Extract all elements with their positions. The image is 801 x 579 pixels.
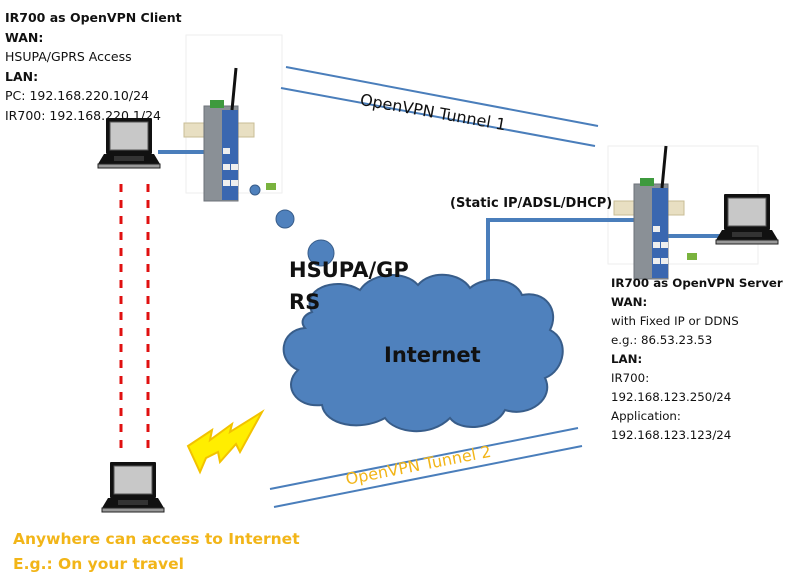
tunnel1-line-bottom	[280, 87, 596, 147]
mobile-access-label: HSUPA/GP RS	[289, 254, 409, 318]
internet-cloud	[282, 273, 564, 433]
server-router-ip: 192.168.123.250/24	[611, 390, 732, 404]
client-info: IR700 as OpenVPN Client WAN: HSUPA/GPRS …	[5, 8, 182, 125]
client-wan-value: HSUPA/GPRS Access	[5, 49, 132, 64]
server-wan-value: with Fixed IP or DDNS	[611, 314, 739, 328]
server-laptop-icon	[715, 193, 779, 245]
mobile-access-line1: HSUPA/GP	[289, 258, 409, 282]
server-app-ip: 192.168.123.123/24	[611, 428, 732, 442]
client-pc-ip: PC: 192.168.220.10/24	[5, 88, 149, 103]
tunnel2-line-top	[269, 427, 579, 490]
server-app-label: Application:	[611, 409, 681, 423]
server-title: IR700 as OpenVPN Server	[611, 276, 783, 290]
server-access-label: (Static IP/ADSL/DHCP)	[450, 196, 613, 211]
server-lan-label: LAN:	[611, 352, 643, 366]
client-laptop-icon	[97, 117, 161, 169]
bubble-small	[249, 184, 261, 196]
wireless-bolt-icon	[186, 409, 265, 475]
roaming-laptop-icon	[101, 461, 165, 513]
roaming-line2: E.g.: On your travel	[13, 555, 184, 573]
client-lan-label: LAN:	[5, 68, 39, 84]
server-wan-example: e.g.: 86.53.23.53	[611, 333, 713, 347]
bubble-medium	[275, 209, 295, 229]
server-wan-label: WAN:	[611, 295, 648, 309]
tunnel1-line-top	[285, 66, 599, 127]
client-title: IR700 as OpenVPN Client	[5, 10, 182, 25]
server-wan-link	[486, 218, 650, 280]
client-router-ip: IR700: 192.168.220.1/24	[5, 107, 161, 123]
roaming-line1: Anywhere can access to Internet	[13, 530, 300, 548]
client-wan-label: WAN:	[5, 29, 44, 45]
server-router-icon	[612, 144, 686, 281]
server-info: IR700 as OpenVPN Server WAN: with Fixed …	[611, 274, 783, 445]
logo-icon	[266, 183, 276, 190]
roaming-caption: Anywhere can access to Internet E.g.: On…	[13, 527, 300, 577]
mobile-access-line2: RS	[289, 290, 321, 314]
logo-icon	[687, 253, 697, 260]
server-router-label: IR700:	[611, 371, 650, 385]
internet-label: Internet	[384, 343, 481, 367]
bubble-large	[307, 239, 335, 267]
client-router-icon	[182, 66, 256, 203]
tunnel2-line-bottom	[273, 445, 583, 508]
